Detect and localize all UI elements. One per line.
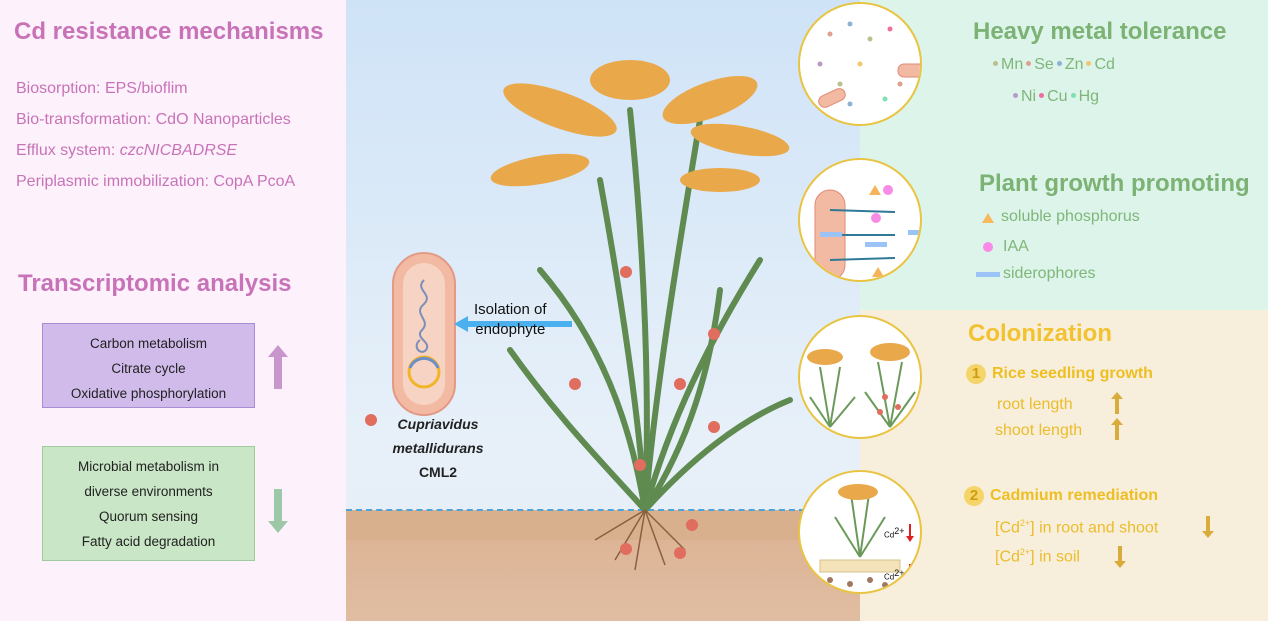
genus: Cupriavidus: [397, 416, 479, 432]
down-arrow-icon: [1114, 546, 1126, 568]
transcriptomic-title: Transcriptomic analysis: [18, 270, 292, 297]
number-badge: 1: [966, 364, 986, 384]
down-pathway: Fatty acid degradation: [81, 534, 216, 549]
up-arrow-icon: [268, 345, 288, 389]
cd-prefix: [Cd: [995, 519, 1020, 537]
metal-label: Hg: [1078, 88, 1100, 105]
plant-growth-circle: [798, 158, 922, 282]
cd-suffix: ] in soil: [1030, 548, 1080, 566]
isolation-label: Isolation of endophyte: [474, 301, 547, 338]
section-cadmium-remediation: 2 Cadmium remediation: [964, 486, 1158, 506]
downregulated-box: Microbial metabolism in diverse environm…: [42, 446, 255, 561]
up-arrow-icon: [1111, 392, 1123, 414]
root-length: root length: [997, 396, 1073, 413]
down-pathway: Quorum sensing: [98, 509, 199, 524]
mechanism-biotransformation: Bio-transformation: CdO Nanoparticles: [16, 111, 291, 128]
number-badge: 2: [964, 486, 984, 506]
species-name: Cupriavidus metallidurans CML2: [378, 412, 498, 484]
metals-row-2: Ni Cu Hg: [1010, 88, 1099, 106]
heavy-metal-circle: [798, 2, 922, 126]
down-pathway: diverse environments: [84, 484, 213, 499]
cd-root-shoot: [Cd2+] in root and shoot: [995, 518, 1158, 537]
section-title: Cadmium remediation: [990, 487, 1159, 504]
right-bottom-panel: [860, 310, 1268, 621]
bar-siderophore-icon: [976, 272, 1000, 277]
mechanism-biosorption: Biosorption: EPS/bioflim: [16, 80, 188, 97]
down-arrow-icon: [1202, 516, 1214, 538]
species: metallidurans: [392, 440, 484, 456]
pgp-iaa: IAA: [1003, 238, 1029, 255]
upregulated-box: Carbon metabolism Citrate cycle Oxidativ…: [42, 323, 255, 408]
down-pathway: Microbial metabolism in: [77, 459, 220, 474]
cd-sup: 2+: [1019, 518, 1031, 528]
pgp-phosphorus: soluble phosphorus: [1001, 208, 1140, 225]
cd-resistance-title: Cd resistance mechanisms: [14, 18, 324, 45]
metal-dot-icon: [1039, 93, 1045, 98]
shoot-length: shoot length: [995, 422, 1083, 439]
metal-ions-illustration: [817, 21, 920, 108]
soil-surface-line: [346, 509, 956, 511]
metal-label: Mn: [1001, 56, 1024, 73]
up-arrow-icon: [1111, 418, 1123, 440]
efflux-label: Efflux system:: [16, 142, 120, 159]
colonization-title: Colonization: [968, 320, 1112, 347]
metal-label: Ni: [1021, 88, 1037, 105]
triangle-phosphorus-icon: [982, 213, 994, 223]
isolation-arrow-icon: [454, 316, 572, 332]
metal-label: Cd: [1094, 56, 1115, 73]
up-pathway: Carbon metabolism: [89, 336, 208, 351]
cd-prefix: [Cd: [995, 548, 1020, 566]
cd-suffix: ] in root and shoot: [1030, 519, 1159, 537]
right-top-panel: [860, 0, 1268, 310]
pgp-title: Plant growth promoting: [979, 170, 1250, 197]
metal-label: Zn: [1064, 56, 1084, 73]
isolation-line-2: endophyte: [475, 321, 546, 338]
strain: CML2: [418, 464, 458, 480]
pgp-illustration: [814, 185, 920, 280]
metal-dot-icon: [1056, 61, 1062, 66]
colonization-circle: [798, 315, 922, 439]
metals-row-1: Mn Se Zn Cd: [990, 56, 1115, 74]
metal-dot-icon: [1013, 93, 1018, 98]
cd-sup: 2+: [1019, 547, 1031, 557]
cd-sup: 2+: [894, 568, 905, 578]
remediation-illustration: [819, 484, 914, 588]
efflux-genes: czcNICBADRSE: [119, 142, 238, 159]
bacterium-icon: [392, 252, 456, 416]
metal-dot-icon: [1026, 61, 1032, 66]
heavy-metal-title: Heavy metal tolerance: [973, 18, 1227, 45]
cd-text: Cd: [884, 530, 895, 540]
mechanism-periplasmic: Periplasmic immobilization: CopA PcoA: [16, 173, 296, 190]
bacterium-dot-legend: [365, 414, 377, 426]
metal-label: Cu: [1047, 88, 1068, 105]
metal-dot-icon: [993, 61, 998, 66]
isolation-line-1: Isolation of: [474, 301, 547, 318]
cd-soil-label: Cd2+: [884, 568, 905, 582]
section-title: Rice seedling growth: [992, 365, 1153, 382]
cd-sup: 2+: [894, 526, 905, 536]
down-arrow-icon: [268, 489, 288, 533]
cd-soil: [Cd2+] in soil: [995, 547, 1080, 566]
remediation-circle: Cd2+ Cd2+: [798, 470, 922, 594]
metal-label: Se: [1034, 56, 1054, 73]
metal-dot-icon: [1070, 93, 1076, 98]
up-pathway: Oxidative phosphorylation: [70, 386, 227, 401]
seedlings-illustration: [807, 343, 916, 428]
cd-plant-label: Cd2+: [884, 526, 905, 540]
circle-iaa-icon: [983, 242, 993, 252]
section-rice-growth: 1 Rice seedling growth: [966, 364, 1153, 384]
cd-text: Cd: [884, 572, 895, 582]
rice-plant-illustration: [490, 60, 793, 571]
pgp-siderophores: siderophores: [1003, 265, 1096, 282]
mechanism-efflux: Efflux system: czcNICBADRSE: [16, 142, 237, 160]
up-pathway: Citrate cycle: [111, 361, 186, 376]
metal-dot-icon: [1086, 61, 1092, 66]
